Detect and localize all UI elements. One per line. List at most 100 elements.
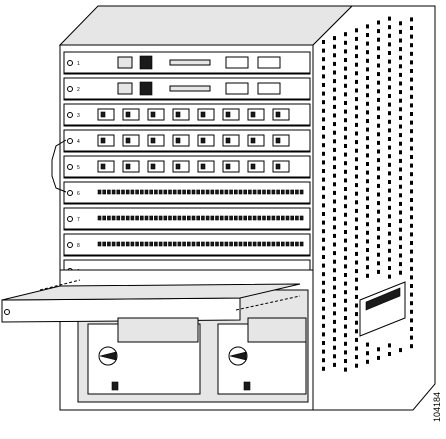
transceiver-port	[147, 160, 165, 173]
vent-hole	[377, 132, 380, 137]
vent-hole	[344, 178, 347, 183]
ethernet-port	[243, 189, 247, 195]
ethernet-port	[187, 241, 191, 247]
vent-hole	[399, 184, 402, 189]
transceiver-port-opening	[100, 163, 106, 170]
vent-hole	[388, 257, 391, 262]
vent-hole	[366, 222, 369, 227]
ethernet-port	[154, 215, 158, 221]
ethernet-port	[107, 189, 111, 195]
ethernet-port	[177, 241, 182, 247]
vent-hole	[366, 359, 369, 364]
vent-hole	[344, 307, 347, 312]
vent-hole	[410, 249, 413, 254]
vent-hole	[333, 173, 336, 178]
vent-hole	[366, 110, 369, 115]
vent-hole	[344, 83, 347, 88]
vent-hole	[366, 136, 369, 141]
vent-hole	[333, 337, 336, 342]
vent-hole	[322, 255, 325, 259]
vent-hole	[366, 162, 369, 166]
vent-hole	[355, 320, 358, 325]
ethernet-port	[107, 215, 111, 221]
vent-hole	[322, 280, 325, 285]
vent-hole	[344, 350, 347, 355]
vent-hole	[366, 213, 369, 218]
slot-number: 5	[77, 165, 80, 171]
vent-hole	[377, 20, 380, 25]
transceiver-port	[97, 108, 115, 121]
ethernet-port	[234, 189, 238, 195]
ethernet-port	[102, 189, 106, 195]
ethernet-port	[215, 215, 219, 221]
vent-hole	[355, 148, 358, 153]
supervisor-slot	[169, 59, 211, 66]
vent-hole	[377, 89, 380, 94]
vent-hole	[322, 74, 325, 79]
ethernet-port	[111, 215, 116, 221]
ethernet-port	[201, 215, 205, 221]
chassis-handle	[51, 139, 67, 193]
vent-hole	[333, 216, 336, 221]
vent-hole	[399, 244, 402, 249]
vent-hole	[355, 269, 358, 274]
vent-hole	[355, 71, 358, 76]
vent-hole	[366, 50, 369, 55]
transceiver-port	[247, 134, 265, 147]
ethernet-port	[299, 215, 304, 221]
vent-hole	[355, 337, 358, 342]
vent-hole	[377, 29, 380, 34]
ethernet-port	[130, 189, 135, 195]
transceiver-port-opening	[275, 111, 281, 118]
vent-hole	[322, 177, 325, 182]
transceiver-port-opening	[150, 111, 156, 118]
vent-hole	[388, 197, 391, 202]
ethernet-port	[205, 241, 210, 247]
vent-hole	[355, 114, 358, 119]
ethernet-port	[163, 215, 168, 221]
transceiver-port	[172, 160, 190, 173]
ethernet-port	[168, 215, 172, 221]
vent-hole	[377, 80, 380, 85]
vent-hole	[388, 266, 391, 270]
vent-hole	[410, 180, 413, 185]
uplink-port	[225, 82, 249, 95]
ethernet-port	[182, 189, 186, 195]
vent-hole	[377, 261, 380, 266]
transceiver-port	[197, 160, 215, 173]
vent-hole	[410, 344, 413, 349]
vent-hole	[410, 266, 413, 271]
transceiver-port-opening	[100, 111, 106, 118]
transceiver-port	[197, 134, 215, 147]
vent-hole	[377, 158, 380, 163]
vent-hole	[388, 248, 391, 253]
line-card	[63, 207, 311, 231]
vent-hole	[388, 137, 391, 141]
transceiver-port-opening	[150, 137, 156, 144]
vent-hole	[410, 112, 413, 116]
vent-hole	[366, 342, 369, 347]
slot-number: 1	[77, 61, 80, 67]
ethernet-port	[196, 215, 200, 221]
ethernet-port	[158, 215, 163, 221]
vent-hole	[333, 87, 336, 92]
vent-hole	[366, 93, 369, 98]
vent-hole	[410, 146, 413, 151]
ethernet-port	[182, 241, 186, 247]
vent-hole	[410, 34, 413, 39]
vent-hole	[377, 209, 380, 214]
supervisor-port	[117, 56, 133, 69]
vent-hole	[410, 232, 413, 237]
vent-hole	[344, 40, 347, 45]
vent-hole	[333, 242, 336, 247]
ethernet-port	[262, 241, 266, 247]
ethernet-port	[172, 241, 177, 247]
vent-hole	[410, 43, 413, 48]
ethernet-port	[97, 241, 102, 247]
ethernet-port	[271, 215, 276, 221]
vent-hole	[377, 140, 380, 145]
vent-hole	[333, 311, 336, 316]
vent-hole	[344, 187, 347, 191]
ethernet-port	[229, 241, 233, 247]
vent-hole	[366, 24, 369, 29]
